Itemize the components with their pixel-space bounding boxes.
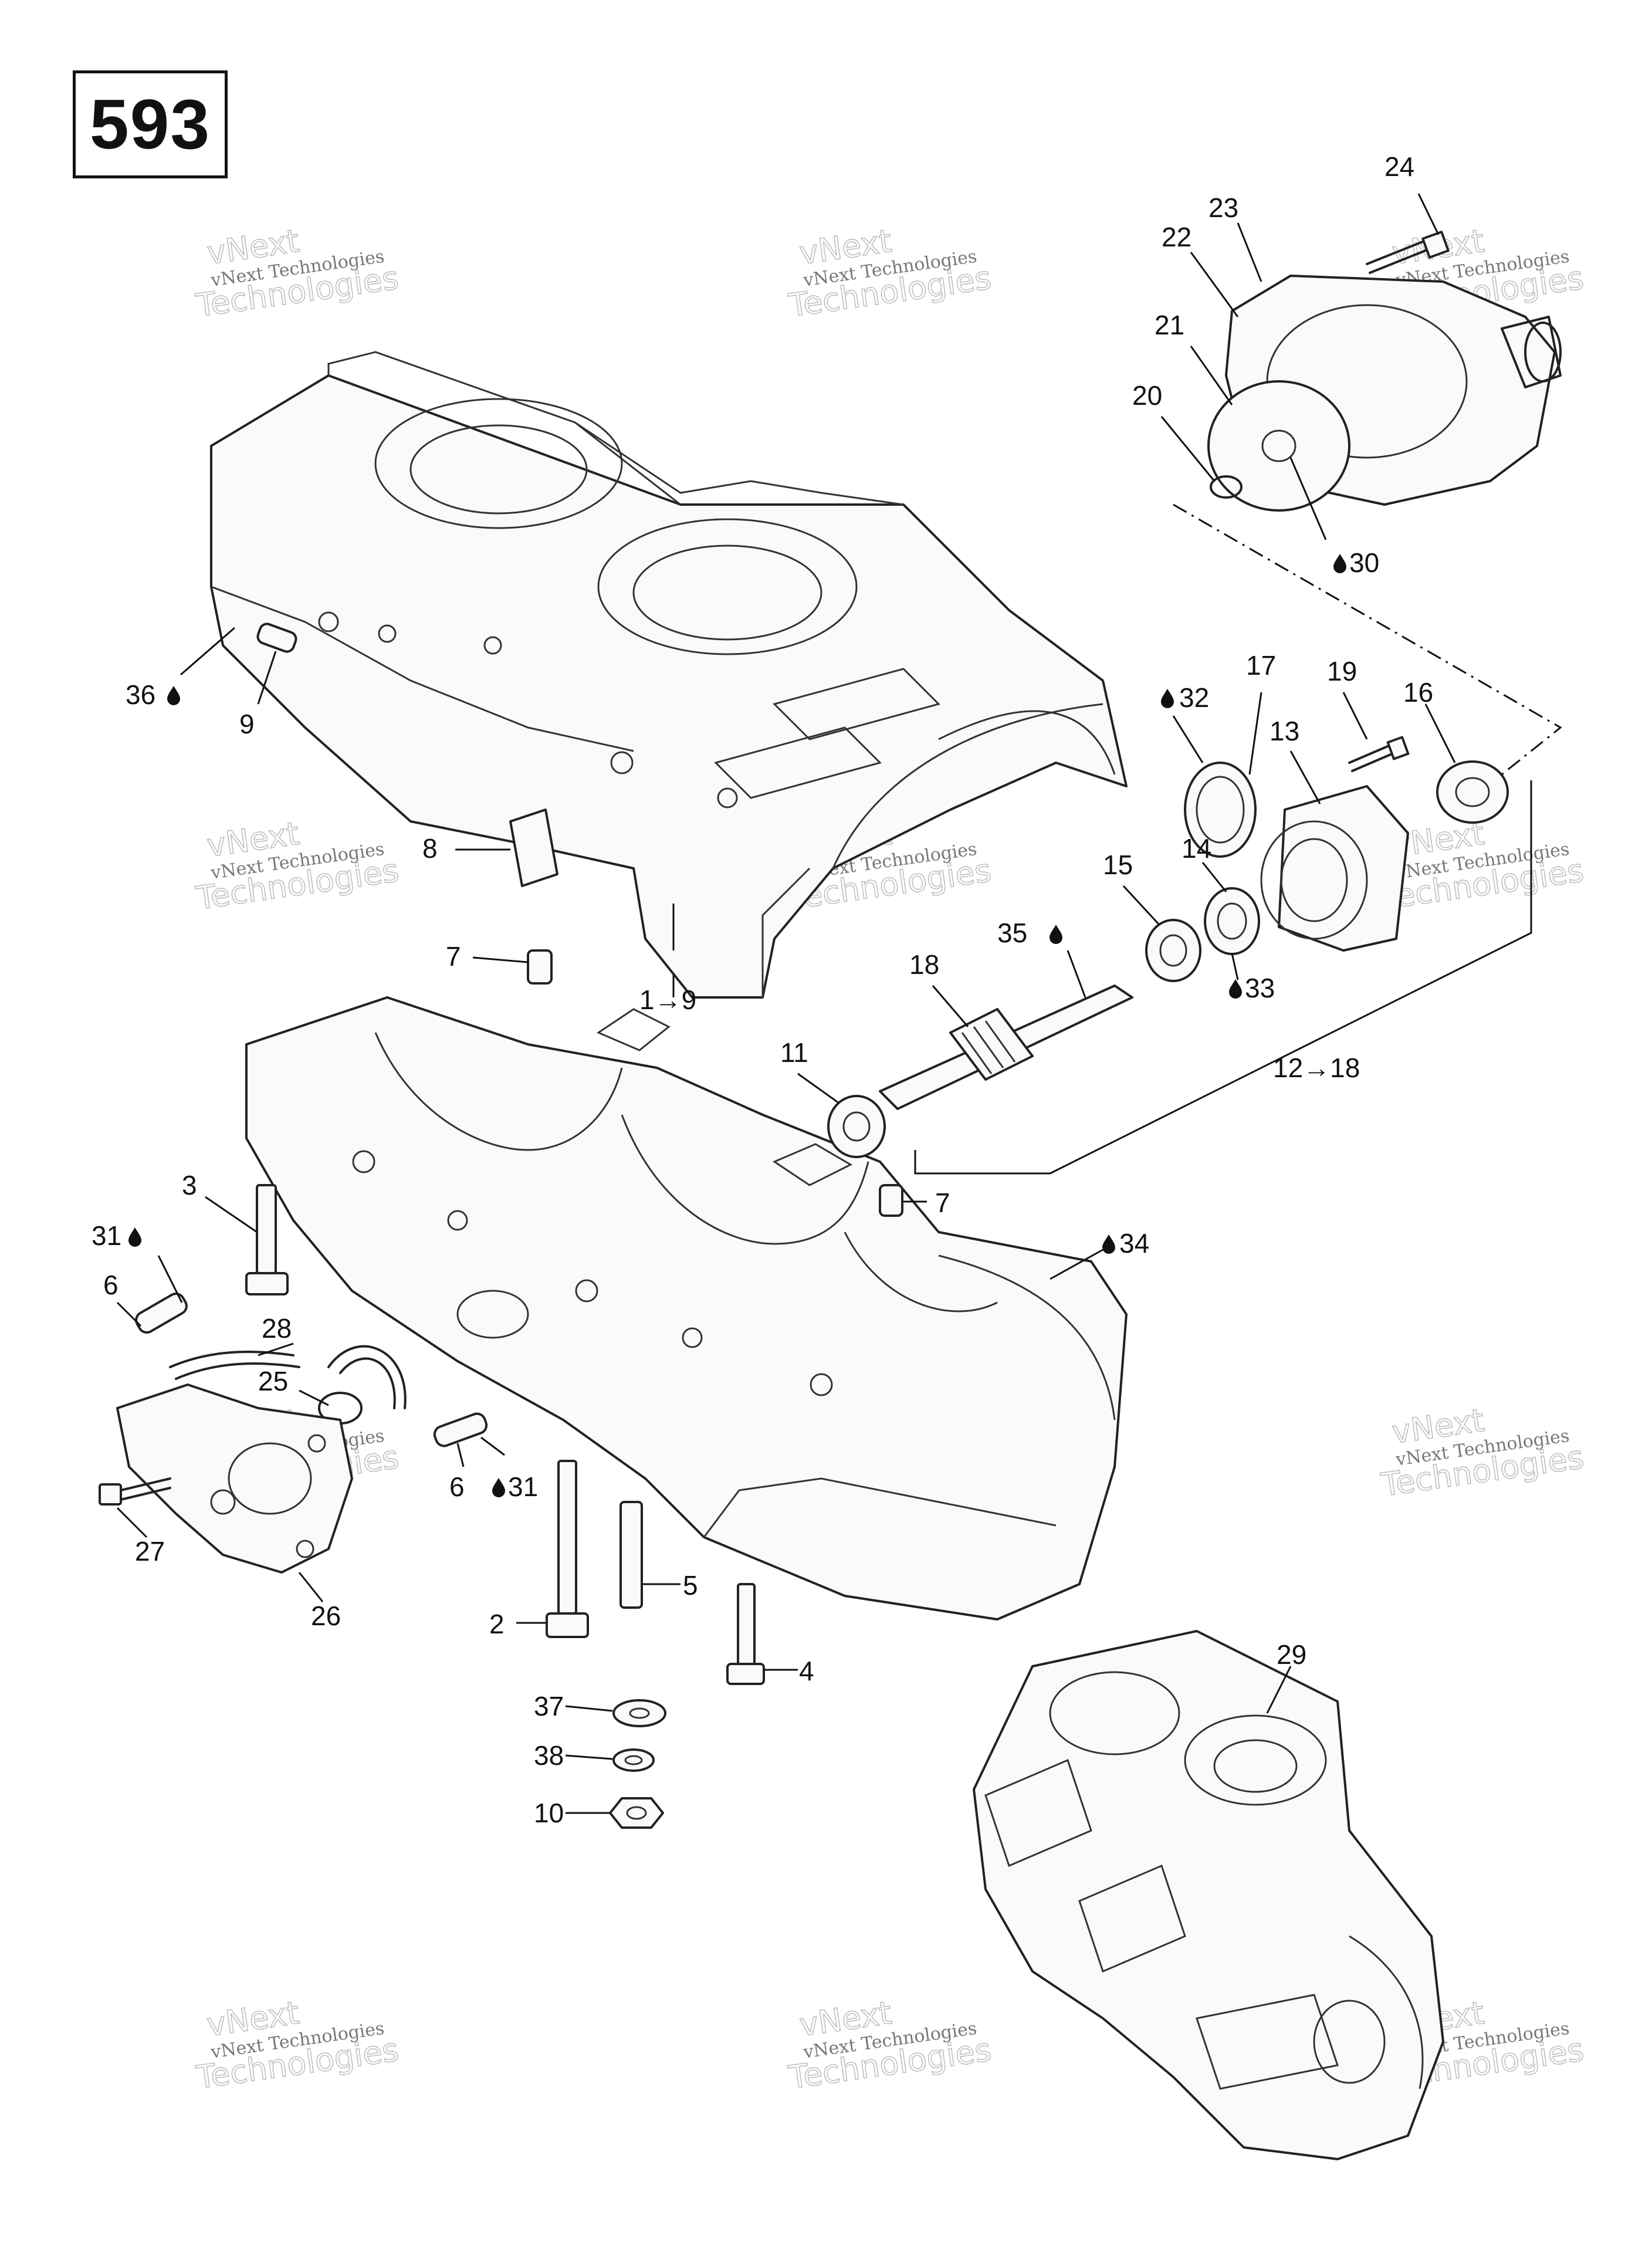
callout-31b: 31	[508, 1471, 538, 1502]
callout-1-9: 1→9	[639, 985, 696, 1015]
callout-12-18: 12→18	[1273, 1053, 1360, 1083]
housing-13	[1260, 785, 1409, 952]
bolt-3	[245, 1184, 289, 1295]
callout-4: 4	[799, 1656, 814, 1686]
callout-27: 27	[135, 1536, 165, 1567]
callout-5: 5	[683, 1570, 698, 1601]
bolt-2	[546, 1460, 589, 1638]
callout-6b: 6	[449, 1471, 465, 1502]
callout-36: 36	[126, 679, 155, 710]
oil-drop-icon	[492, 1478, 505, 1497]
seal-16	[1436, 760, 1509, 824]
bolt-24	[1366, 231, 1450, 274]
callout-37: 37	[534, 1691, 564, 1721]
callout-38: 38	[534, 1740, 564, 1771]
callout-6: 6	[103, 1270, 119, 1300]
oil-drop-icon	[128, 1227, 141, 1247]
callout-21: 21	[1155, 310, 1184, 340]
stud-5	[620, 1501, 643, 1609]
callout-29: 29	[1277, 1639, 1306, 1670]
callout-3: 3	[182, 1170, 197, 1200]
oil-drop-icon	[167, 686, 180, 705]
callout-35: 35	[997, 918, 1027, 948]
boot-8	[509, 808, 558, 887]
fitting-6	[135, 1293, 188, 1334]
page-number: 593	[73, 70, 228, 178]
dowel-7	[527, 949, 553, 985]
callout-34: 34	[1119, 1228, 1149, 1259]
assembled-engine-29	[973, 1630, 1444, 2160]
watermark: vNext vNext Technologies Technologies	[193, 1994, 401, 2096]
callout-25: 25	[258, 1366, 288, 1396]
pump-cover	[1207, 380, 1350, 512]
callout-33: 33	[1245, 973, 1275, 1003]
callout-32: 32	[1179, 682, 1209, 713]
callout-31: 31	[92, 1220, 121, 1251]
watermark: vNext vNext Technologies Technologies	[193, 814, 401, 917]
lower-crankcase	[245, 996, 1128, 1621]
callout-14: 14	[1182, 833, 1211, 864]
watermark: vNext vNext Technologies Technologies	[786, 222, 994, 324]
callout-23: 23	[1208, 192, 1238, 223]
washer-37	[612, 1699, 666, 1727]
seal-17	[1184, 762, 1257, 858]
lock-washer-38	[612, 1748, 655, 1772]
assembly-reference-line	[1173, 503, 1562, 776]
bearing-11	[827, 1095, 886, 1158]
callout-26: 26	[311, 1601, 341, 1631]
callout-18: 18	[909, 949, 939, 980]
callout-labels: 24 23 22 21 20 30 36 9 32 17 19 16 13 8 …	[92, 151, 1433, 1828]
callout-7: 7	[446, 941, 461, 972]
screw-19	[1348, 736, 1410, 772]
leader-lines	[116, 193, 1532, 1814]
callout-8: 8	[422, 833, 438, 864]
bolt-4	[726, 1583, 765, 1685]
hose-28	[169, 1345, 407, 1409]
bolt-27	[99, 1477, 171, 1506]
watermark: vNext vNext Technologies Technologies	[786, 1994, 994, 2096]
fitting-6b	[433, 1412, 488, 1447]
o-ring-20	[1210, 475, 1243, 499]
nut-10	[609, 1797, 664, 1829]
bearing-15	[1145, 919, 1201, 982]
oil-drop-icon	[1229, 979, 1242, 999]
bearing-14	[1204, 887, 1260, 955]
oil-pump-26	[116, 1383, 353, 1574]
callout-28: 28	[262, 1313, 292, 1344]
callout-11: 11	[780, 1037, 808, 1068]
upper-crankcase	[210, 351, 1128, 999]
callout-10: 10	[534, 1798, 564, 1828]
callout-24: 24	[1384, 151, 1414, 182]
dowel-7b	[879, 1184, 903, 1217]
callout-7b: 7	[935, 1188, 950, 1218]
callout-19: 19	[1327, 656, 1357, 686]
fitting-9	[256, 623, 297, 653]
drive-shaft-18	[879, 985, 1133, 1110]
callout-9: 9	[239, 709, 255, 739]
callout-16: 16	[1403, 677, 1433, 708]
watermark: vNext vNext Technologies Technologies	[193, 222, 401, 324]
callout-17: 17	[1246, 650, 1276, 681]
oil-drop-icon	[1102, 1234, 1115, 1254]
callout-30: 30	[1349, 547, 1379, 578]
oil-drop-icon	[1161, 689, 1174, 708]
callout-15: 15	[1103, 850, 1133, 880]
oil-drop-icon	[1333, 554, 1346, 573]
callout-22: 22	[1162, 222, 1191, 252]
callout-2: 2	[489, 1609, 505, 1639]
oil-drop-icon	[1050, 925, 1062, 944]
callout-13: 13	[1270, 716, 1299, 746]
callout-20: 20	[1132, 380, 1162, 411]
watermark: vNext vNext Technologies Technologies	[1378, 1401, 1586, 1504]
